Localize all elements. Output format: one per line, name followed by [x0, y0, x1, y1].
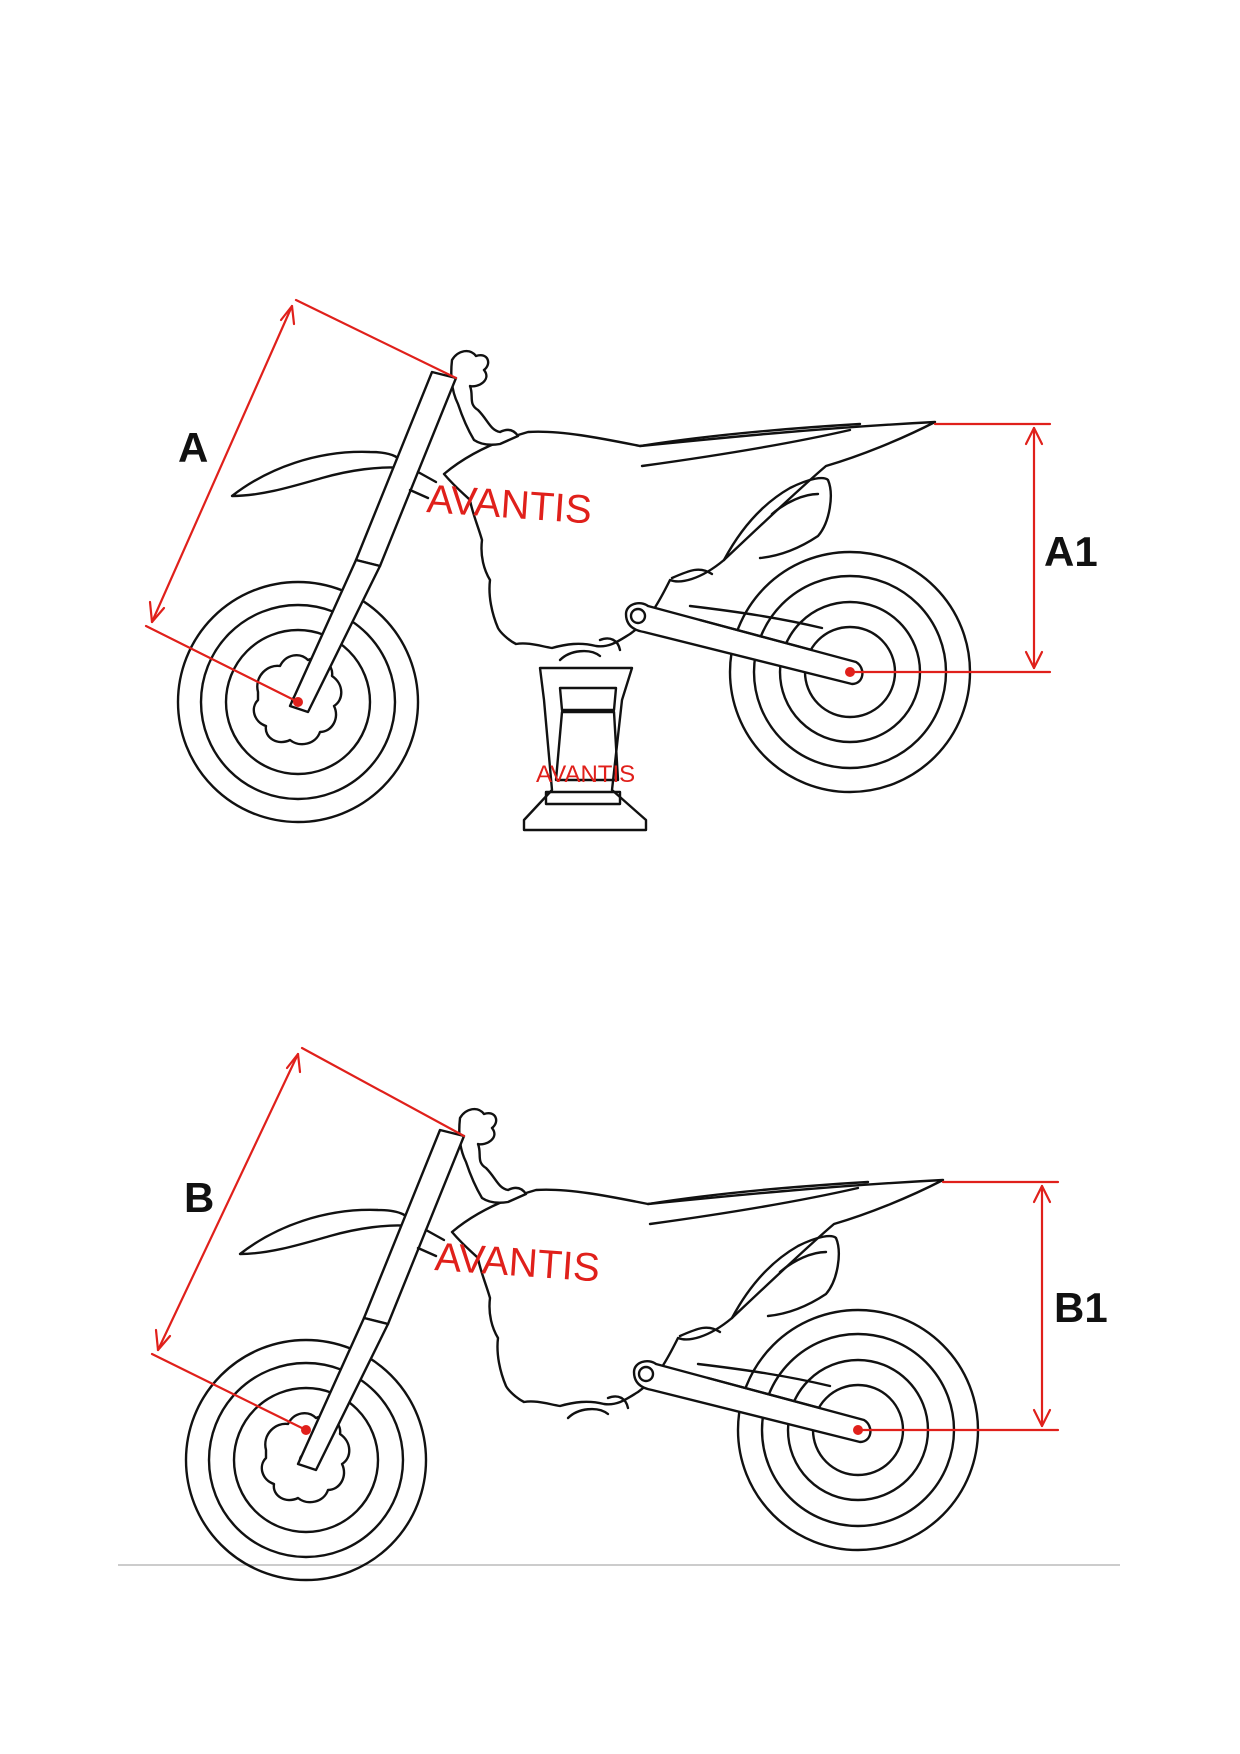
dimension-a1-label: A1 [1044, 528, 1098, 575]
dimension-b-label: B [184, 1174, 214, 1221]
top-motorcycle-outline [176, 349, 972, 824]
paddock-stand [522, 666, 648, 832]
bottom-diagram: AVANTIS B B1 [118, 1046, 1120, 1582]
dimension-b1-label: B1 [1054, 1284, 1108, 1331]
stand-brand-label: AVANTIS [536, 761, 635, 788]
top-diagram: AVANTIS AVANTIS A A1 [144, 298, 1098, 832]
dimension-a [144, 298, 458, 707]
bottom-motorcycle-outline [184, 1107, 980, 1582]
dimension-a-label: A [178, 424, 208, 471]
dimension-a1 [845, 422, 1052, 677]
dimension-b [150, 1046, 466, 1435]
dimension-b1 [853, 1180, 1060, 1435]
